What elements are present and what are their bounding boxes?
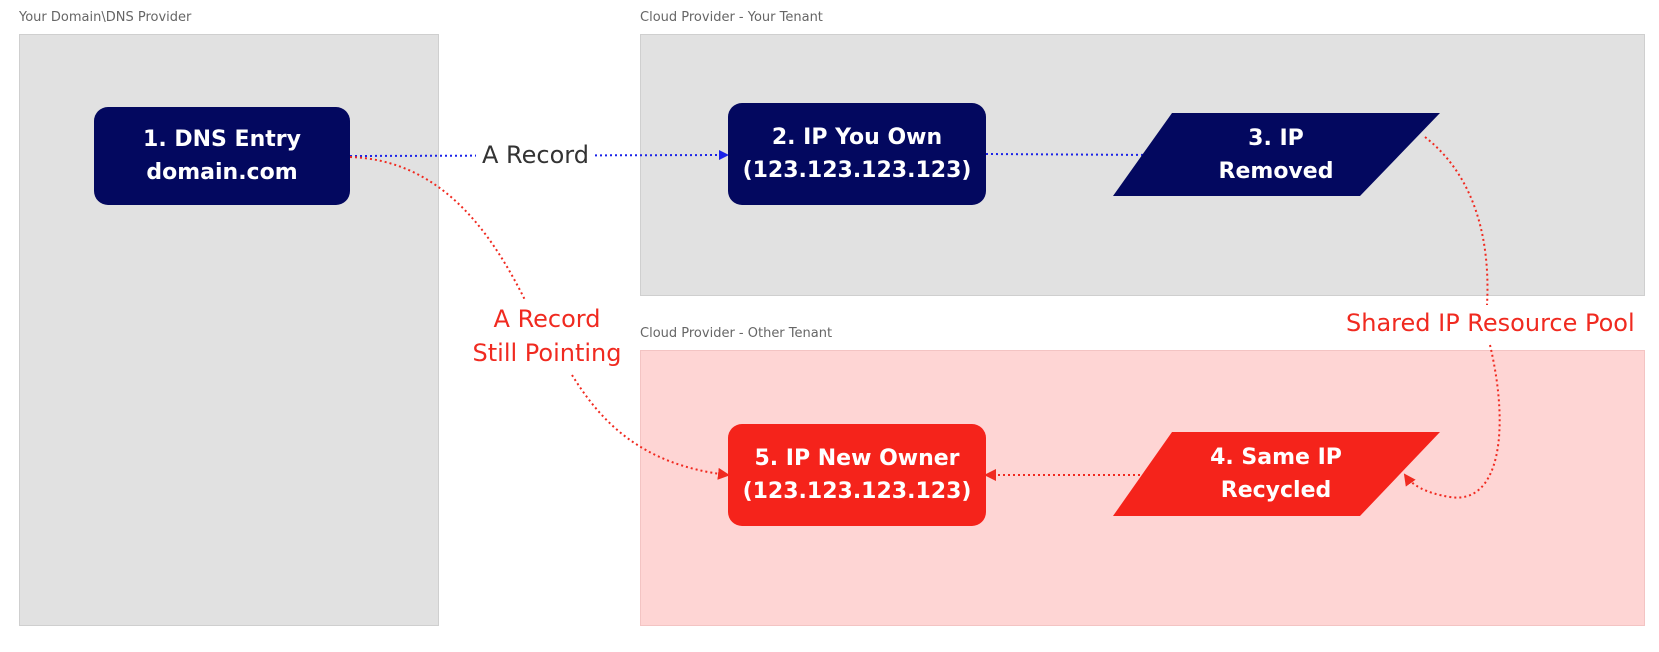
- node-dns-entry-line1: 1. DNS Entry: [143, 127, 301, 152]
- node-ip-removed-line1: 3. IP: [1248, 125, 1304, 151]
- node-ip-you-own-line1: 2. IP You Own: [771, 125, 943, 150]
- node-ip-removed-line2: Removed: [1218, 158, 1334, 184]
- node-same-ip-recycled-line2: Recycled: [1220, 478, 1332, 503]
- edge-label-still-pointing-line2: Still Pointing: [472, 339, 622, 367]
- node-same-ip-recycled-line1: 4. Same IP: [1210, 445, 1342, 470]
- node-dns-entry[interactable]: 1. DNS Entry domain.com: [94, 107, 350, 205]
- edge-still-pointing: [349, 156, 728, 475]
- zone-label-other-tenant: Cloud Provider - Other Tenant: [640, 326, 833, 341]
- edge-shared-pool: [1405, 136, 1501, 499]
- node-dns-entry-line2: domain.com: [146, 160, 298, 185]
- node-same-ip-recycled[interactable]: 4. Same IP Recycled: [1172, 432, 1380, 516]
- node-ip-you-own[interactable]: 2. IP You Own (123.123.123.123): [728, 103, 986, 205]
- node-ip-new-owner[interactable]: 5. IP New Owner (123.123.123.123): [728, 424, 986, 526]
- edge-label-still-pointing: A Record Still Pointing: [472, 302, 622, 370]
- edge-label-still-pointing-line1: A Record: [493, 305, 601, 333]
- node-ip-new-owner-line2: (123.123.123.123): [742, 479, 972, 504]
- edge-ip-to-removed: [985, 149, 1156, 160]
- same-ip-recycled-shape: [1113, 432, 1440, 516]
- node-ip-new-owner-line1: 5. IP New Owner: [754, 446, 960, 471]
- node-ip-you-own-line2: (123.123.123.123): [742, 158, 972, 183]
- zone-label-dns-provider: Your Domain\DNS Provider: [19, 10, 192, 25]
- edge-label-shared-pool: Shared IP Resource Pool: [1346, 309, 1635, 337]
- edge-label-a-record: A Record: [476, 138, 595, 172]
- zone-label-your-tenant: Cloud Provider - Your Tenant: [640, 10, 823, 25]
- edge-a-record: [349, 150, 729, 161]
- ip-removed-shape: [1113, 113, 1440, 196]
- node-ip-removed[interactable]: 3. IP Removed: [1172, 113, 1380, 196]
